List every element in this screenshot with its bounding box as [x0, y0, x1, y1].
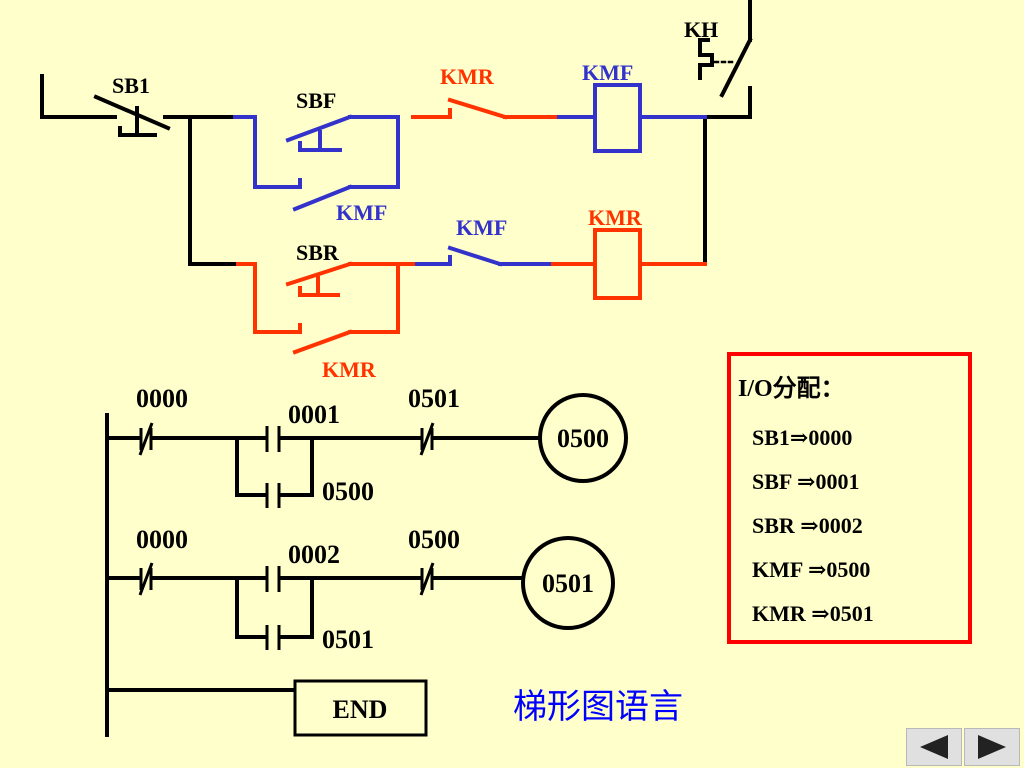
label-kmf-interlock: KMF: [456, 215, 507, 240]
r1-parallel-label: 0500: [322, 477, 374, 506]
label-sbr: SBR: [296, 240, 340, 265]
r2-nc2-label: 0500: [408, 525, 460, 554]
label-sb1: SB1: [112, 73, 150, 98]
ladder-diagram: [105, 393, 628, 737]
r2-coil-label: 0501: [542, 569, 594, 598]
label-kmf-coil: KMF: [582, 60, 633, 85]
r2-nc1-label: 0000: [136, 525, 188, 554]
prev-slide-button[interactable]: [906, 728, 962, 766]
r1-nc2-label: 0501: [408, 384, 460, 413]
relay-circuit: [40, 0, 753, 355]
triangle-right-icon: [978, 735, 1006, 759]
label-kmr-coil: KMR: [588, 205, 643, 230]
sb1-pushbutton: [93, 94, 171, 137]
ladder-labels: 0000 0001 0501 0500 0500 0000 0002 0500 …: [136, 384, 609, 724]
main-wiring: [40, 0, 752, 266]
r2-no1-label: 0002: [288, 540, 340, 569]
circuit-labels: SB1 SBF SBR KMR KMF KH KMF KMF KMR KMR: [112, 17, 718, 382]
io-item: KMF ⇒0500: [752, 557, 870, 582]
io-item: SBR ⇒0002: [752, 513, 863, 538]
io-item: SB1⇒0000: [752, 425, 852, 450]
io-assignment-box: I/O分配： SB1⇒0000 SBF ⇒0001 SBR ⇒0002 KMF …: [727, 352, 972, 644]
kh-overload-contact: [698, 37, 753, 98]
triangle-left-icon: [920, 735, 948, 759]
end-box: [293, 679, 428, 737]
label-sbf: SBF: [296, 88, 336, 113]
r1-no1-label: 0001: [288, 400, 340, 429]
io-title: I/O分配：: [738, 375, 845, 402]
io-item: KMR ⇒0501: [752, 601, 874, 626]
label-kh: KH: [684, 17, 718, 42]
r1-coil-label: 0500: [557, 424, 609, 453]
r1-nc1-label: 0000: [136, 384, 188, 413]
reverse-branch: [236, 97, 707, 355]
next-slide-button[interactable]: [964, 728, 1020, 766]
io-item: SBF ⇒0001: [752, 469, 859, 494]
label-kmf-hold: KMF: [336, 200, 387, 225]
r2-parallel-label: 0501: [322, 625, 374, 654]
ladder-caption: 梯形图语言: [513, 687, 683, 727]
label-kmr-contact: KMR: [440, 64, 495, 89]
label-kmr-hold: KMR: [322, 357, 377, 382]
rung-1: [107, 393, 628, 508]
forward-branch: [233, 83, 707, 267]
rung-2: [107, 536, 615, 650]
end-label: END: [333, 695, 388, 724]
